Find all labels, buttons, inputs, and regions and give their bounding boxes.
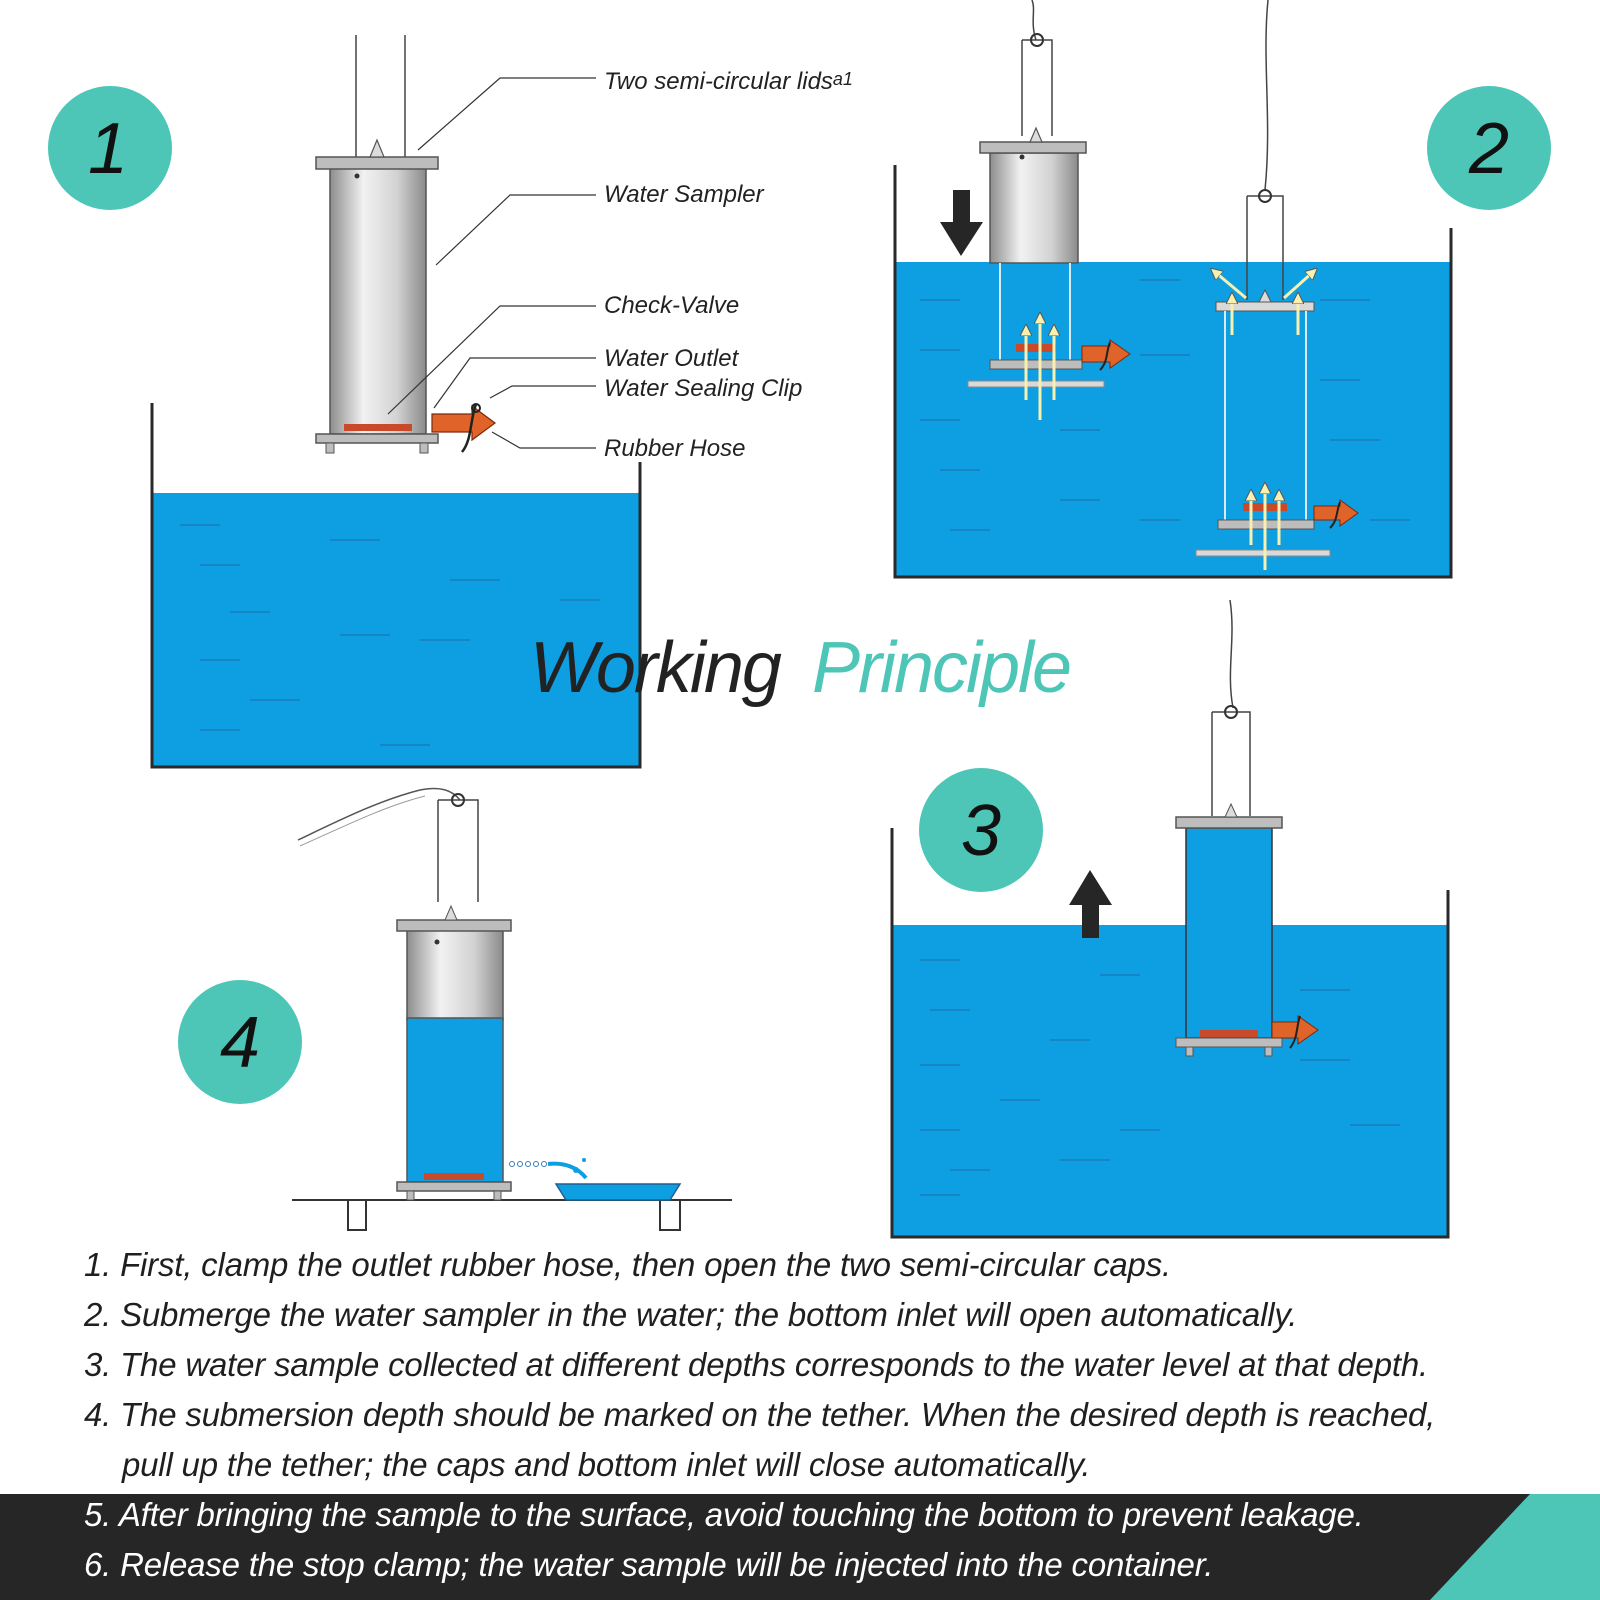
sampler-4 — [297, 787, 682, 1201]
step-3: 3. The water sample collected at differe… — [84, 1346, 1428, 1383]
tank-3-walls — [890, 828, 1450, 1239]
sampler-3 — [1175, 599, 1319, 1057]
bottom-banner — [0, 1494, 1600, 1600]
panel-4: 4 — [178, 787, 732, 1231]
panel-2: 2 — [893, 0, 1551, 579]
callout-clip: Water Sealing Clip — [604, 375, 802, 402]
tank-2-water — [895, 262, 1451, 577]
badge-2: 2 — [1427, 86, 1551, 210]
callout-sampler: Water Sampler — [604, 181, 765, 208]
up-arrow — [1069, 870, 1112, 938]
callout-lids: Two semi-circular lidsa1 — [604, 68, 853, 95]
sampler-2a — [967, 0, 1131, 420]
callout-outlet: Water Outlet — [604, 345, 740, 372]
svg-text:1: 1 — [88, 109, 128, 189]
svg-text:3: 3 — [961, 791, 1001, 871]
tank-3-water — [892, 925, 1448, 1237]
step-5: 5. After bringing the sample to the surf… — [84, 1496, 1364, 1533]
step-6: 6. Release the stop clamp; the water sam… — [84, 1546, 1214, 1583]
callout-hose: Rubber Hose — [604, 435, 745, 462]
svg-text:4: 4 — [220, 1003, 260, 1083]
tank-1-water — [152, 493, 640, 767]
sampler-2b — [1195, 0, 1359, 570]
svg-text:2: 2 — [1468, 109, 1509, 189]
down-arrow — [940, 190, 983, 256]
badge-4: 4 — [178, 980, 302, 1104]
title-word-2: Principle — [812, 628, 1070, 708]
badge-1: 1 — [48, 86, 172, 210]
svg-text:Working Principle: Working Principle — [530, 628, 1070, 708]
step-1: 1. First, clamp the outlet rubber hose, … — [84, 1246, 1171, 1283]
sampler-1 — [315, 35, 497, 454]
page-title: Working Principle — [530, 628, 1072, 708]
title-word-1: Working — [530, 628, 782, 708]
step-4-continued: pull up the tether; the caps and bottom … — [122, 1446, 1091, 1483]
panel-3: 3 — [890, 599, 1450, 1239]
step-4: 4. The submersion depth should be marked… — [84, 1396, 1436, 1433]
callout-leaders — [387, 77, 596, 449]
badge-3: 3 — [919, 768, 1043, 892]
callout-check-valve: Check-Valve — [604, 292, 739, 319]
panel-1: Two semi-circular lidsa1 Water Sampler C… — [48, 35, 853, 769]
step-2: 2. Submerge the water sampler in the wat… — [84, 1296, 1298, 1333]
tank-1-walls — [150, 403, 642, 769]
tank-2-walls — [893, 165, 1453, 579]
